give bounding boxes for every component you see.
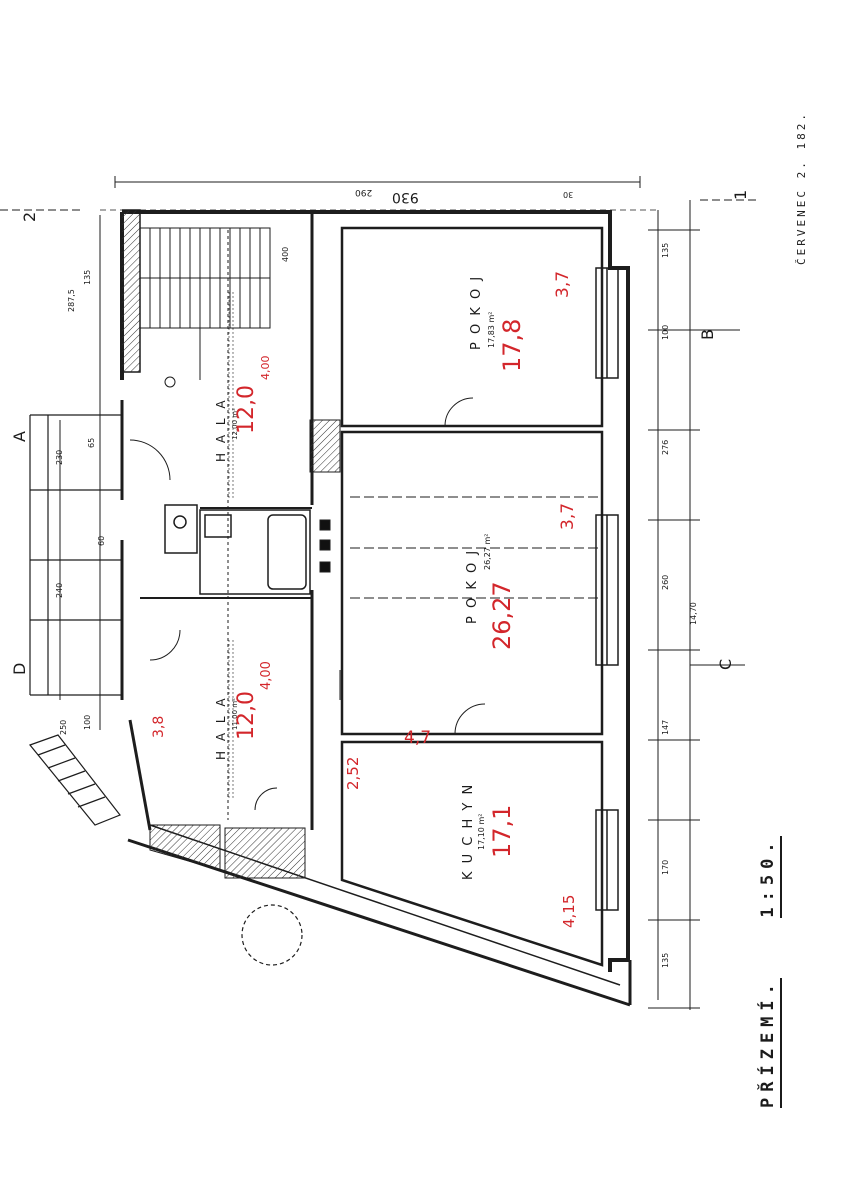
room-label-pokoj-1: P O K O J [469,274,484,350]
staircase [139,227,271,388]
dimension-label: 400 [281,246,290,262]
dimension-label: 240 [55,582,64,598]
room-label-kuchyn: K U C H Y N [461,782,476,880]
section-mark: D [10,662,29,675]
hand-note: 3,7 [558,502,578,530]
room-pokoj-2 [340,430,604,736]
room-area-pokoj-2: 26,27 m² [483,533,492,570]
drawing-scale: 1:50. [758,836,782,918]
room-area-kuchyn: 17,10 m² [477,813,486,850]
section-mark: A [10,431,29,442]
dimension-label: 135 [83,269,92,285]
dimension-label: 65 [87,437,96,448]
hand-note: 4,00 [259,661,274,690]
dimension-label: 250 [59,719,68,735]
room-label-pokoj-2: P O K O J [465,548,480,624]
drawing-title-text: PŘÍZEMÍ. [758,978,782,1108]
room-area-pokoj-1: 17,83 m² [487,311,496,348]
drawing-footer: ČERVENEC 2. 182. [795,111,808,265]
dimension-label: 930 [392,189,419,205]
dimension-label: 230 [55,449,64,465]
room-kuchyn [340,740,604,967]
windows [595,267,619,911]
dimension-label: 290 [355,187,373,197]
room-label-hala-2: H A L A [214,695,228,760]
outer-wall [122,210,630,972]
hand-note: 2,52 [344,756,362,790]
hand-area-kuchyn: 17,1 [488,804,516,858]
dimension-label: 170 [661,859,670,875]
hand-note: 4,00 [259,355,272,381]
dimension-label: 30 [563,190,574,199]
hand-note: 4,7 [404,728,432,748]
hand-note: 3,7 [553,270,573,298]
dashed-circle [241,904,303,966]
hand-area-hala-2: 12,0 [234,691,259,740]
room-label-hala-1: H A L A [214,397,228,462]
section-mark: C [716,658,735,670]
section-mark: B [698,329,717,340]
drawing-title: PŘÍZEMÍ. 1:50. [758,836,782,1108]
hand-area-pokoj-2: 26,27 [488,581,516,650]
section-mark: 1 [731,189,750,200]
hand-area-pokoj-1: 17,8 [498,318,526,372]
dimension-label: 100 [83,714,92,730]
door-swings [129,397,486,811]
dimension-label: 60 [97,535,106,546]
dimension-label: 287,5 [67,289,76,312]
section-mark: 2 [20,211,39,222]
exterior-stair [28,734,121,826]
dimension-label: 260 [661,574,670,590]
bathroom [164,504,311,595]
dimension-label: 276 [661,439,670,455]
dimension-label: 135 [661,242,670,258]
dimension-label: 100 [661,324,670,340]
hand-note: 3,8 [151,715,167,738]
dimension-label: 135 [661,952,670,968]
terrace [29,414,122,696]
dimension-label: 147 [661,719,670,735]
hand-note: 4,15 [560,894,578,928]
dimension-label: 14,70 [689,602,698,625]
room-pokoj-1 [340,226,604,428]
hand-area-hala-1: 12,0 [234,385,259,434]
